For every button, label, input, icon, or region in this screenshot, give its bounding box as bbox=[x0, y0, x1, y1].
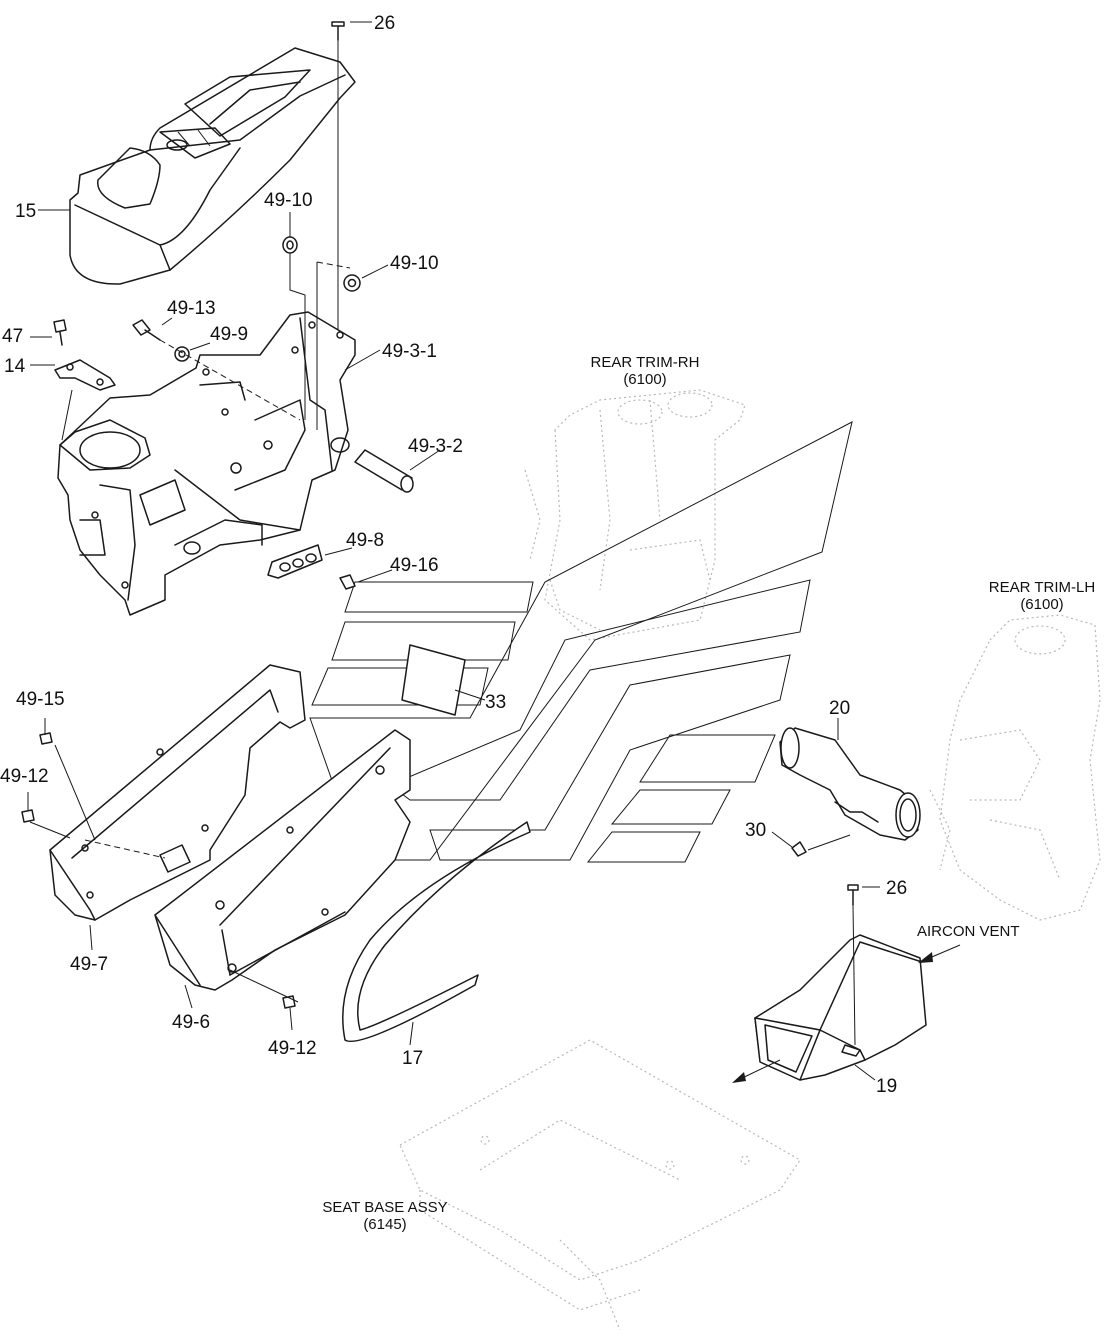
aircon-vent-label: AIRCON VENT bbox=[917, 923, 1020, 940]
rear-trim-rh-label: REAR TRIM-RH bbox=[591, 354, 700, 371]
callout-49-12-left: 49-12 bbox=[0, 766, 49, 787]
callout-47: 47 bbox=[2, 326, 23, 347]
seat-base-label: SEAT BASE ASSY bbox=[322, 1199, 447, 1216]
rear-trim-rh-ghost bbox=[524, 389, 746, 641]
seat-base-ghost bbox=[399, 1039, 801, 1331]
console-frame-part-49-3-1 bbox=[57, 311, 356, 616]
callout-26-top: 26 bbox=[374, 13, 395, 34]
console-cover-part-15 bbox=[69, 47, 356, 285]
callout-33: 33 bbox=[485, 692, 506, 713]
callout-labels: 26 15 49-10 49-10 49-13 47 49-9 14 49-3-… bbox=[0, 13, 907, 1097]
reference-labels: REAR TRIM-RH (6100) REAR TRIM-LH (6100) … bbox=[322, 354, 1095, 1233]
rear-trim-lh-label: REAR TRIM-LH bbox=[989, 579, 1095, 596]
callout-17: 17 bbox=[402, 1048, 423, 1069]
callout-49-7: 49-7 bbox=[70, 954, 108, 975]
callout-15: 15 bbox=[15, 201, 36, 222]
aircon-vent-part-19 bbox=[754, 934, 927, 1081]
callout-20: 20 bbox=[829, 698, 850, 719]
rear-trim-rh-code: (6100) bbox=[623, 371, 666, 388]
rubber-block-part-49-8 bbox=[267, 544, 323, 579]
duct-part-20 bbox=[779, 727, 921, 841]
bracket-part-14 bbox=[54, 359, 116, 391]
callout-49-3-2: 49-3-2 bbox=[408, 436, 463, 457]
callout-14: 14 bbox=[4, 356, 26, 377]
trim-strip-part-17 bbox=[342, 821, 531, 1043]
rear-trim-lh-ghost bbox=[929, 614, 1101, 921]
callout-26-bottom: 26 bbox=[886, 878, 907, 899]
hardware-fasteners bbox=[21, 21, 859, 1009]
callout-49-3-1: 49-3-1 bbox=[382, 341, 437, 362]
callout-49-13: 49-13 bbox=[167, 298, 216, 319]
callout-49-10-right: 49-10 bbox=[390, 253, 439, 274]
pad-part-33 bbox=[401, 644, 466, 716]
callout-49-16: 49-16 bbox=[390, 555, 439, 576]
seat-base-code: (6145) bbox=[363, 1216, 406, 1233]
callout-49-8: 49-8 bbox=[346, 530, 384, 551]
rear-trim-lh-code: (6100) bbox=[1020, 596, 1063, 613]
callout-49-12-bottom: 49-12 bbox=[268, 1038, 317, 1059]
callout-49-9: 49-9 bbox=[210, 324, 248, 345]
leader-lines bbox=[27, 21, 880, 1081]
callout-19: 19 bbox=[876, 1076, 897, 1097]
side-cover-part-49-6 bbox=[154, 729, 411, 991]
callout-49-6: 49-6 bbox=[172, 1012, 210, 1033]
callout-49-10-left: 49-10 bbox=[264, 190, 313, 211]
pin-part-49-3-2 bbox=[354, 449, 414, 493]
side-cover-part-49-7 bbox=[49, 664, 306, 921]
airflow-arrows bbox=[732, 944, 961, 1083]
callout-49-15: 49-15 bbox=[16, 689, 65, 710]
callout-30: 30 bbox=[745, 820, 766, 841]
